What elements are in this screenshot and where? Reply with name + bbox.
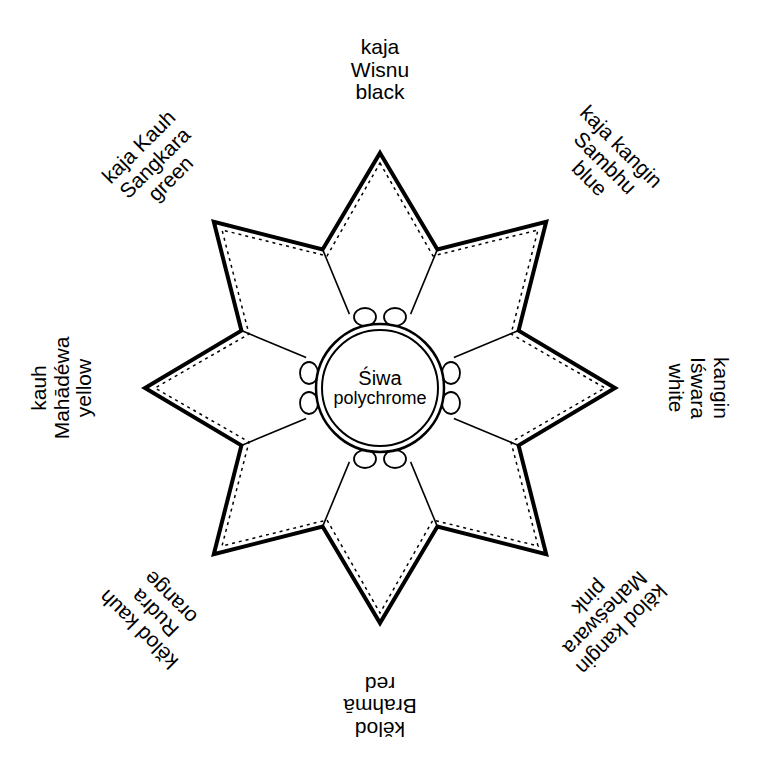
direction-group: kaja kanginSambhublue: [543, 102, 666, 225]
direction-name: kĕlod: [343, 717, 417, 740]
color-name: white: [664, 357, 687, 419]
deity-name: Iśwara: [687, 357, 710, 419]
center-circle-inner: [322, 330, 438, 446]
center-circle: Śiwapolychrome: [324, 332, 436, 444]
deity-name: Brahmā: [343, 695, 417, 718]
direction-group: kanginIśwarawhite: [664, 357, 732, 419]
deity-label: Śiwa: [358, 367, 401, 389]
direction-group: kĕlod kauhRudraorange: [95, 553, 215, 673]
color-name: red: [343, 672, 417, 695]
deity-name: Mahādéwa: [51, 337, 74, 440]
small-petals: [300, 308, 460, 468]
petal-lines: [241, 249, 518, 526]
direction-group: kauhMahādéwayellow: [28, 337, 96, 440]
direction-group: kaja KauhSangkaragreen: [98, 106, 212, 220]
center-circle-outer: [316, 324, 444, 452]
star-fringe: [155, 163, 605, 613]
direction-name: kauh: [28, 337, 51, 440]
star-outline: [145, 153, 615, 623]
color-name: yellow: [73, 337, 96, 440]
direction-group: kajaWisnublack: [351, 36, 409, 104]
direction-group: kĕlod kanginMaheśwarapink: [539, 547, 670, 678]
deity-label: polychrome: [333, 389, 426, 409]
direction-group: kĕlodBrahmāred: [343, 672, 417, 740]
direction-name: kangin: [709, 357, 732, 419]
deity-name: Wisnu: [351, 59, 409, 82]
direction-name: kaja: [351, 36, 409, 59]
color-name: black: [351, 81, 409, 104]
